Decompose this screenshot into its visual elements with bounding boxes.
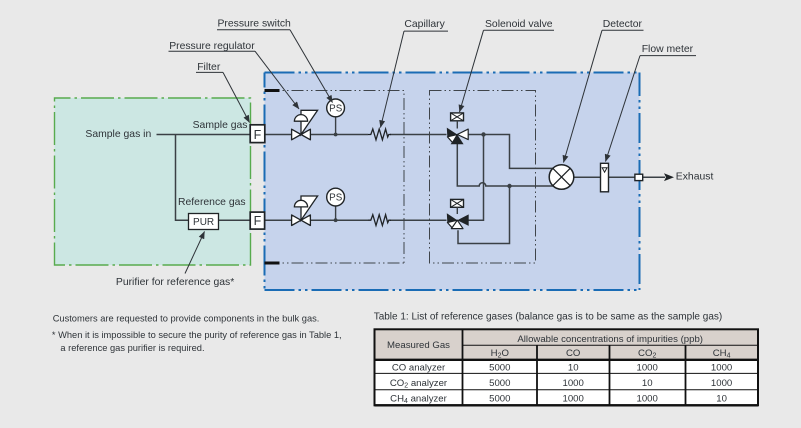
svg-text:Exhaust: Exhaust <box>676 171 714 182</box>
svg-text:PUR: PUR <box>193 217 214 228</box>
svg-text:10: 10 <box>642 378 653 389</box>
svg-text:1000: 1000 <box>711 363 732 374</box>
svg-text:CO2: CO2 <box>638 348 656 360</box>
svg-text:Reference gas: Reference gas <box>178 197 246 208</box>
svg-text:5000: 5000 <box>489 393 510 404</box>
svg-text:5000: 5000 <box>489 363 510 374</box>
svg-text:1000: 1000 <box>563 378 584 389</box>
svg-text:Allowable concentrations of im: Allowable concentrations of impurities (… <box>517 334 703 345</box>
svg-text:CH4 analyzer: CH4 analyzer <box>390 393 447 405</box>
svg-text:CH4: CH4 <box>713 348 731 360</box>
svg-text:Sample gas in: Sample gas in <box>85 129 151 140</box>
svg-text:PS: PS <box>329 103 343 114</box>
svg-text:H2O: H2O <box>491 348 509 360</box>
svg-text:PS: PS <box>329 193 343 204</box>
svg-text:Measured Gas: Measured Gas <box>387 340 450 351</box>
svg-text:1000: 1000 <box>711 378 732 389</box>
svg-text:10: 10 <box>568 363 579 374</box>
svg-text:Sample gas: Sample gas <box>193 120 248 131</box>
svg-text:F: F <box>254 214 262 228</box>
svg-text:Table 1: List of reference gas: Table 1: List of reference gases (balanc… <box>374 312 723 323</box>
svg-text:Filter: Filter <box>197 62 221 73</box>
svg-text:CO: CO <box>566 348 580 359</box>
svg-text:Flow meter: Flow meter <box>642 44 694 55</box>
svg-text:* When it is impossible to sec: * When it is impossible to secure the pu… <box>52 330 342 340</box>
svg-text:CO analyzer: CO analyzer <box>392 363 446 374</box>
svg-text:Solenoid valve: Solenoid valve <box>485 19 553 30</box>
svg-text:1000: 1000 <box>637 363 658 374</box>
svg-text:10: 10 <box>716 393 727 404</box>
svg-text:Detector: Detector <box>603 19 643 30</box>
svg-text:5000: 5000 <box>489 378 510 389</box>
svg-text:CO2 analyzer: CO2 analyzer <box>390 378 448 390</box>
svg-text:Pressure switch: Pressure switch <box>218 19 292 30</box>
svg-text:Customers are requested to pro: Customers are requested to provide compo… <box>53 313 320 323</box>
svg-text:Pressure regulator: Pressure regulator <box>169 41 255 52</box>
svg-text:a reference gas purifier is re: a reference gas purifier is required. <box>60 343 204 353</box>
svg-text:Capillary: Capillary <box>404 19 445 30</box>
svg-text:F: F <box>254 128 262 142</box>
svg-text:Purifier for reference gas*: Purifier for reference gas* <box>116 277 234 288</box>
svg-text:1000: 1000 <box>563 393 584 404</box>
svg-text:1000: 1000 <box>637 393 658 404</box>
